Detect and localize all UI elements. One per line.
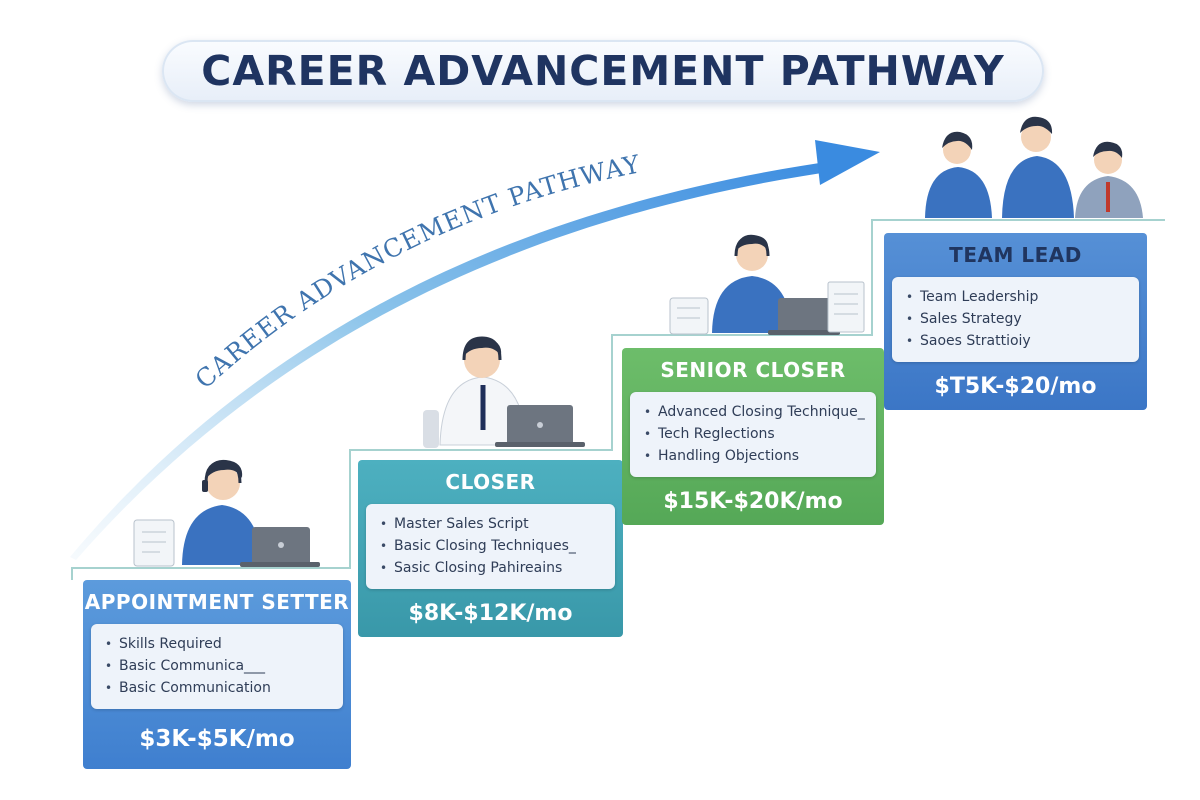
- list-item: •Advanced Closing Technique_: [644, 404, 865, 420]
- bullet-icon: •: [380, 561, 388, 575]
- headset-agent-icon: [133, 459, 262, 567]
- list-item: •Basic Closing Techniques_: [380, 538, 576, 554]
- bullet-icon: •: [105, 681, 113, 695]
- bullet-icon: •: [906, 290, 914, 304]
- list-item: •Sasic Closing Pahireains: [380, 560, 563, 576]
- document-icon: [827, 281, 865, 333]
- skills-list: •Master Sales Script •Basic Closing Tech…: [366, 504, 615, 589]
- arc-label: CAREER ADVANCEMENT PATHWAY: [190, 149, 644, 394]
- arrowhead: [815, 140, 880, 185]
- bullet-icon: •: [380, 517, 388, 531]
- step-title: TEAM LEAD: [949, 243, 1082, 267]
- list-item: •Tech Reglections: [644, 426, 775, 442]
- salary-label: $3K-$5K/mo: [139, 726, 295, 752]
- step-senior-closer: SENIOR CLOSER •Advanced Closing Techniqu…: [622, 348, 884, 525]
- skills-list: •Advanced Closing Technique_ •Tech Regle…: [630, 392, 876, 477]
- list-item: •Basic Communica___: [105, 658, 266, 674]
- step-closer: CLOSER •Master Sales Script •Basic Closi…: [358, 460, 623, 637]
- stair-outline: [71, 219, 1165, 580]
- laptop-icon: [768, 298, 840, 335]
- laptop-icon: [240, 527, 320, 567]
- bullet-icon: •: [380, 539, 388, 553]
- bullet-icon: •: [906, 312, 914, 326]
- team-group-icon: [925, 116, 1143, 218]
- step-title: CLOSER: [445, 470, 536, 494]
- bullet-icon: •: [906, 334, 914, 348]
- step-title: SENIOR CLOSER: [660, 358, 846, 382]
- list-item: •Saoes Strattioiy: [906, 333, 1031, 349]
- step-title: APPOINTMENT SETTER: [84, 590, 350, 614]
- bullet-icon: •: [644, 449, 652, 463]
- bullet-icon: •: [105, 637, 113, 651]
- skills-list: •Team Leadership •Sales Strategy •Saoes …: [892, 277, 1139, 362]
- step-team-lead: TEAM LEAD •Team Leadership •Sales Strate…: [884, 233, 1147, 410]
- list-item: •Master Sales Script: [380, 516, 529, 532]
- list-item: •Handling Objections: [644, 448, 800, 464]
- title-banner: CAREER ADVANCEMENT PATHWAY: [162, 40, 1044, 102]
- page-title: CAREER ADVANCEMENT PATHWAY: [201, 47, 1005, 95]
- headset-agent-icon: [423, 336, 527, 448]
- step-appointment-setter: APPOINTMENT SETTER •Skills Required •Bas…: [83, 580, 351, 769]
- list-item: •Sales Strategy: [906, 311, 1022, 327]
- salary-label: $8K-$12K/mo: [408, 600, 573, 626]
- skills-list: •Skills Required •Basic Communica___ •Ba…: [91, 624, 343, 709]
- bullet-icon: •: [644, 427, 652, 441]
- list-item: •Team Leadership: [906, 289, 1039, 305]
- salary-label: $15K-$20K/mo: [663, 488, 843, 514]
- laptop-icon: [495, 405, 585, 447]
- headset-agent-icon: [669, 234, 792, 335]
- bullet-icon: •: [105, 659, 113, 673]
- list-item: •Skills Required: [105, 636, 222, 652]
- bullet-icon: •: [644, 405, 652, 419]
- list-item: •Basic Communication: [105, 680, 271, 696]
- salary-label: $T5K-$20/mo: [934, 373, 1097, 399]
